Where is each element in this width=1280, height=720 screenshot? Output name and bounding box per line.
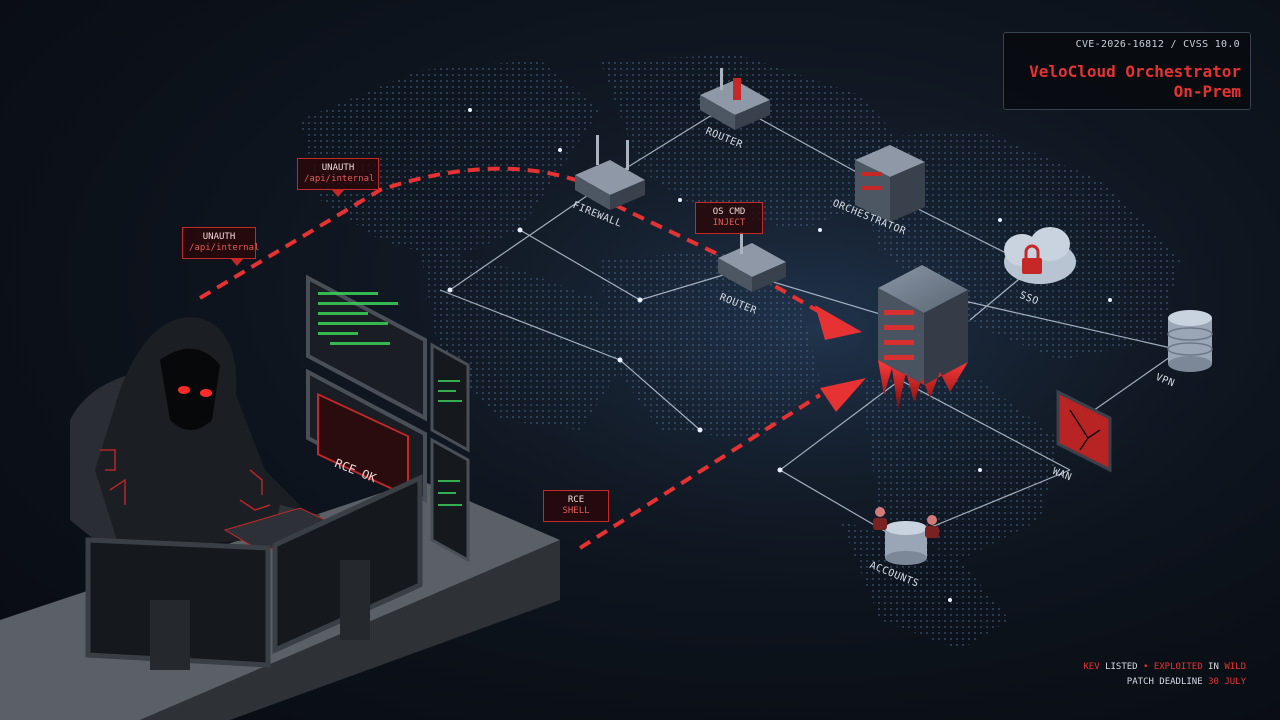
network-links (439, 107, 1181, 541)
callout-rce-shell: RCE SHELL (543, 490, 609, 522)
callout-unauth-lower: UNAUTH /api/internal (182, 227, 260, 266)
cve-identifier: CVE-2026-16812 / CVSS 10.0 (1075, 39, 1240, 50)
product-title-line1: VeloCloud Orchestrator (1029, 62, 1241, 81)
callout-unauth-upper-title: UNAUTH (321, 163, 355, 173)
router-mid-device (718, 232, 786, 292)
callout-unauth-upper-path: /api/internal (304, 174, 375, 184)
callout-unauth-lower-title: UNAUTH (202, 232, 236, 242)
terminal-monitors (306, 274, 470, 563)
front-monitors (85, 474, 423, 670)
footer-bullet: • (1143, 662, 1149, 672)
callout-tail (332, 190, 344, 197)
callout-os-cmd-inject: OS CMD INJECT (695, 202, 763, 234)
accounts-database (873, 507, 939, 565)
map-node-dots (447, 108, 1112, 602)
callout-tail (231, 259, 243, 266)
footer-wild: WILD (1224, 662, 1246, 672)
orchestrator-small-stack (855, 145, 925, 222)
callout-unauth-lower-path: /api/internal (189, 243, 260, 253)
router-top-device (700, 68, 770, 130)
callout-unauth-upper: UNAUTH /api/internal (297, 158, 379, 197)
footer-patch-line: PATCH DEADLINE 30 JULY (1083, 675, 1246, 690)
vpn-database (1167, 310, 1213, 372)
product-title: VeloCloud Orchestrator On-Prem (1029, 62, 1241, 102)
footer-exploited: EXPLOITED (1153, 662, 1203, 672)
callout-rce-title: RCE (567, 495, 585, 505)
callout-rce-sub: SHELL (562, 506, 590, 516)
callout-os-cmd-title: OS CMD (712, 207, 746, 217)
footer-patch-deadline: PATCH DEADLINE (1126, 677, 1203, 687)
footer-status: KEV LISTED • EXPLOITED IN WILD PATCH DEA… (1083, 660, 1246, 690)
footer-kev-line: KEV LISTED • EXPLOITED IN WILD (1083, 660, 1246, 675)
product-title-line2: On-Prem (1173, 82, 1241, 101)
sso-cloud (1004, 227, 1076, 284)
orchestrator-main-server (878, 265, 968, 410)
wan-screen (1056, 389, 1112, 473)
footer-in: IN (1208, 662, 1219, 672)
footer-listed: LISTED (1105, 662, 1138, 672)
cve-info-panel: CVE-2026-16812 / CVSS 10.0 VeloCloud Orc… (1003, 32, 1251, 110)
footer-kev: KEV (1083, 662, 1100, 672)
firewall-device (575, 135, 645, 210)
callout-os-cmd-sub: INJECT (712, 218, 746, 228)
footer-deadline-date: 30 JULY (1208, 677, 1246, 687)
attack-arrowheads (815, 305, 866, 412)
